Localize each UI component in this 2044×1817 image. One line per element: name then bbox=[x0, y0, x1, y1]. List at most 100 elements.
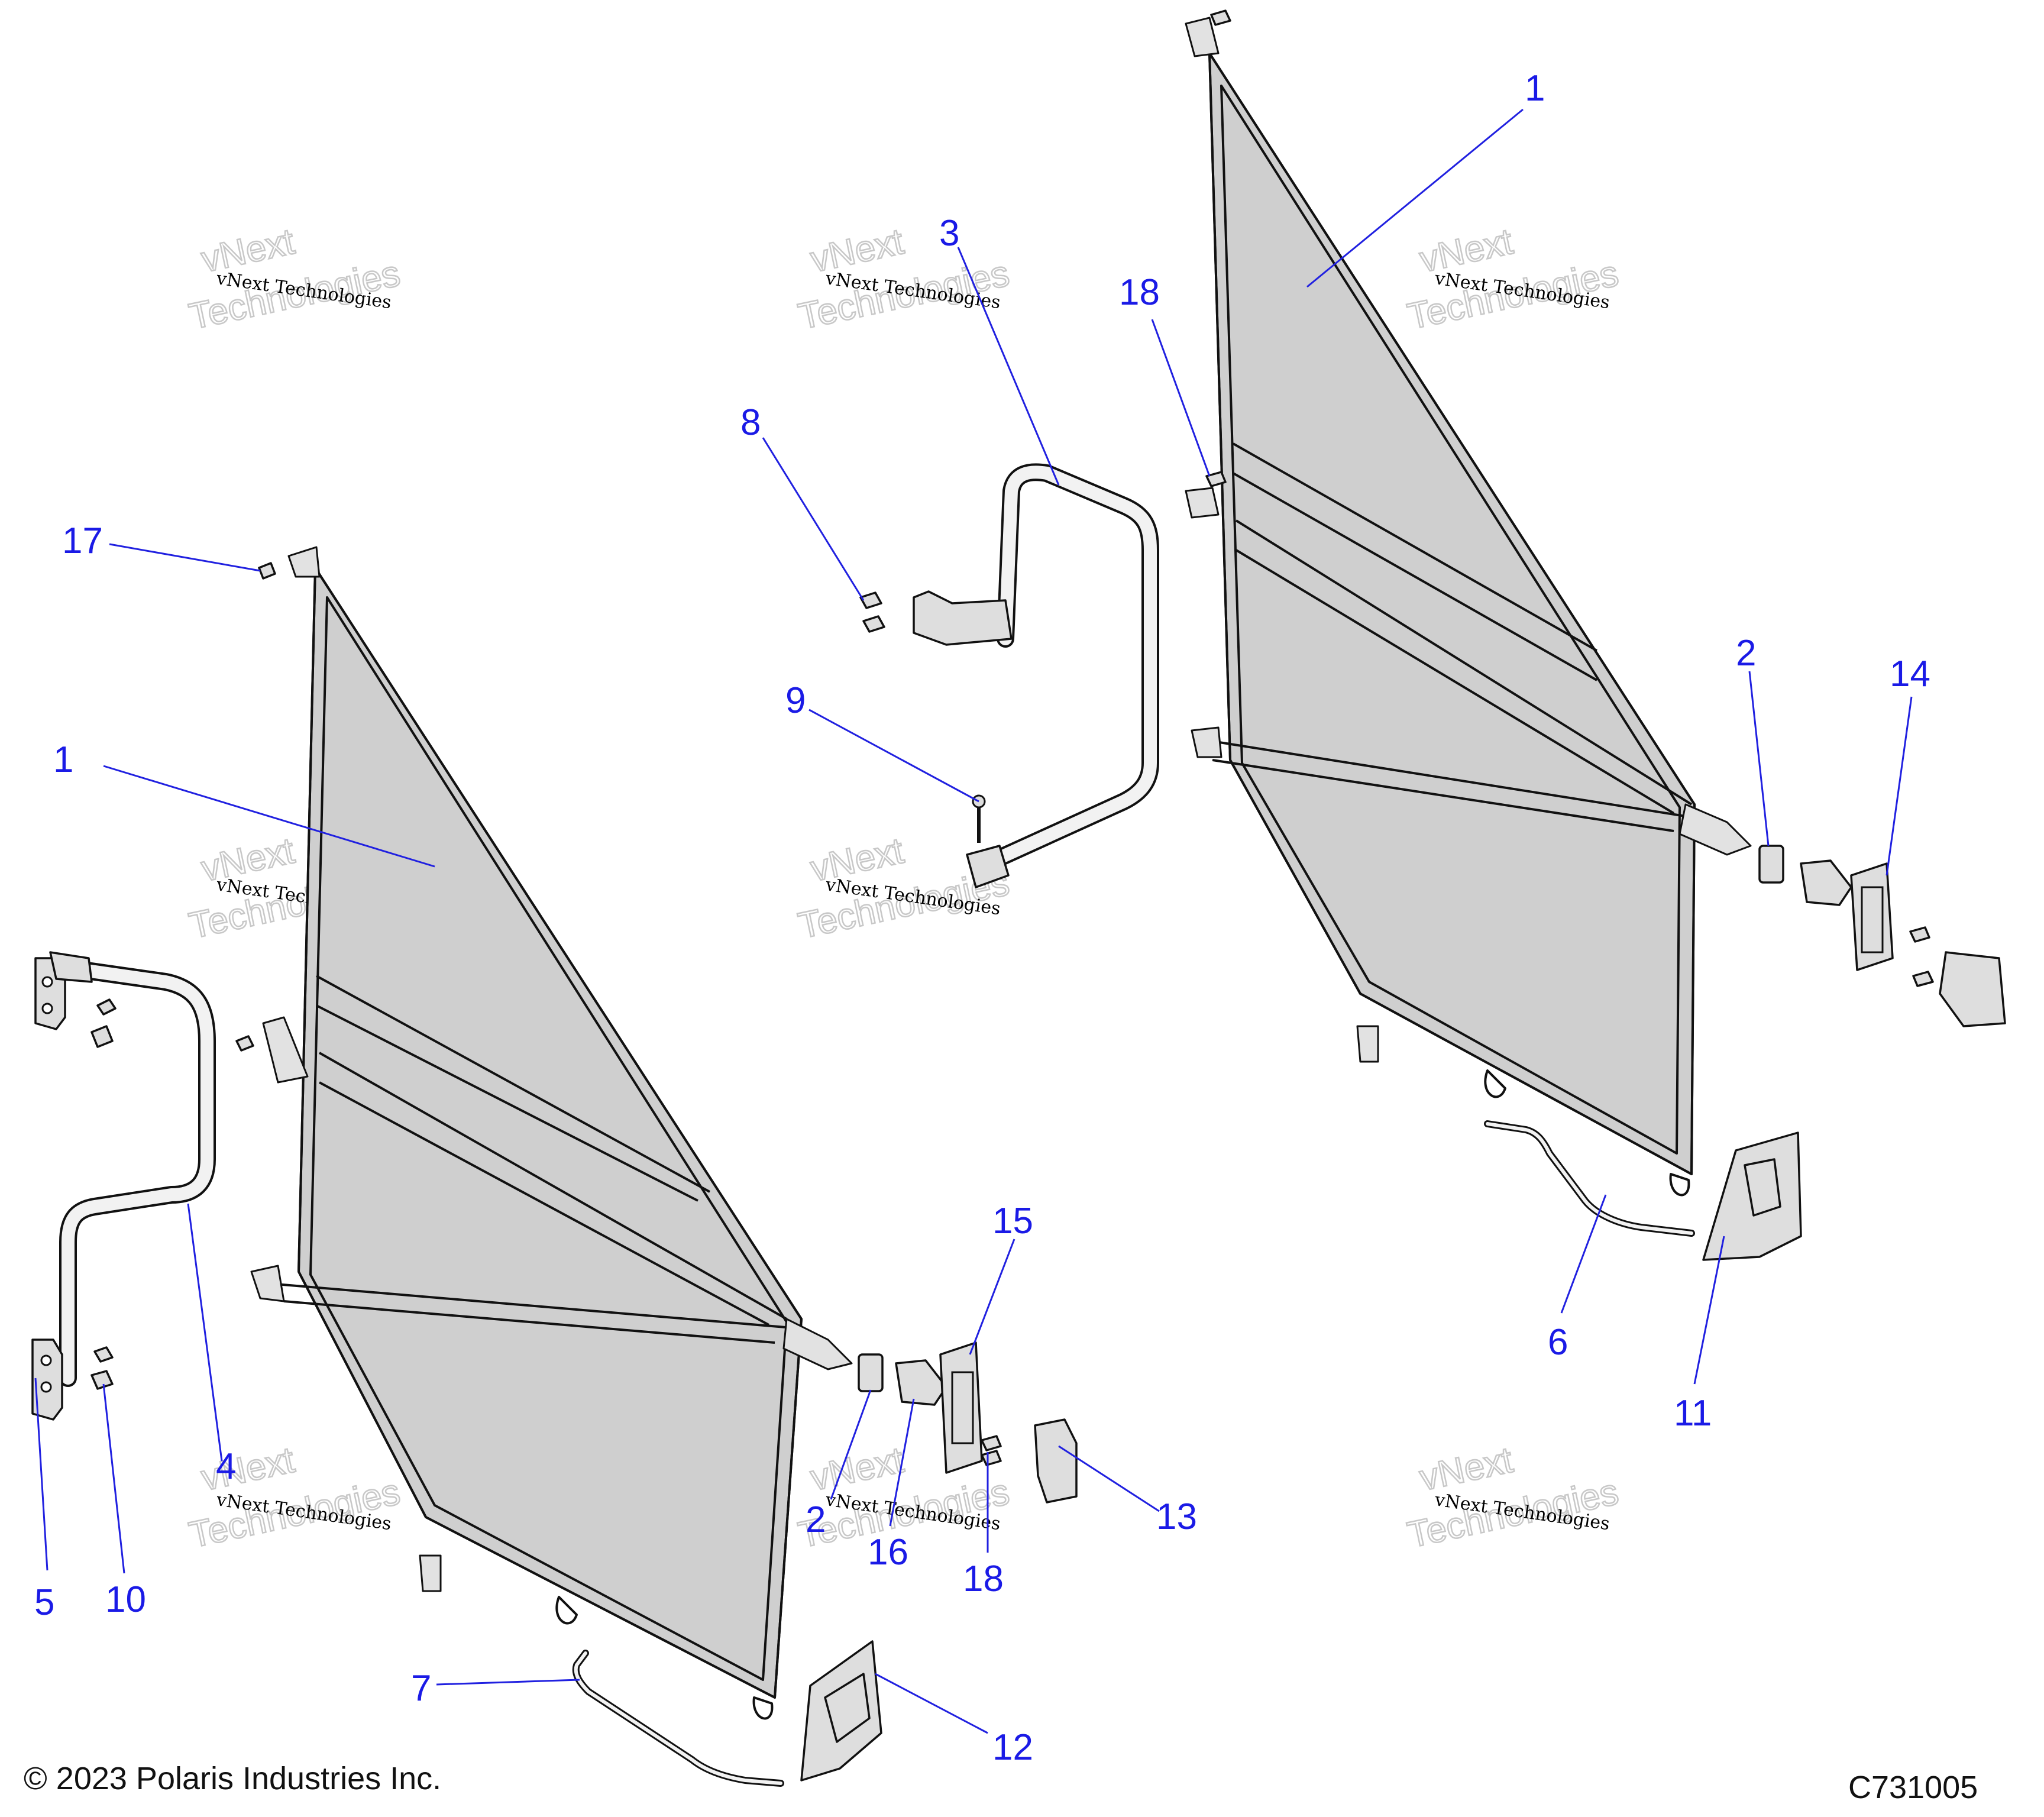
callout-18-top: 18 bbox=[1119, 272, 1160, 313]
copyright-text: © 2023 Polaris Industries Inc. bbox=[24, 1761, 441, 1796]
right-net-frame-inner bbox=[1220, 85, 1681, 1155]
grab-handle-square-end bbox=[966, 845, 1010, 888]
callout-18-bottom: 18 bbox=[963, 1559, 1004, 1599]
callout-5: 5 bbox=[34, 1582, 54, 1623]
callout-2-right: 2 bbox=[1736, 633, 1756, 674]
blocker-panels bbox=[800, 1131, 1802, 1782]
bolt bbox=[90, 1025, 114, 1048]
leader-14 bbox=[1885, 696, 1913, 876]
blocker-11-handle bbox=[1744, 1158, 1781, 1217]
bolt-10 bbox=[93, 1346, 114, 1363]
leader-1-right bbox=[1306, 108, 1524, 288]
left-net-corner-strap bbox=[782, 1318, 853, 1370]
screw-8 bbox=[859, 591, 882, 609]
screw-18 bbox=[1205, 471, 1227, 487]
left-net-loop bbox=[752, 1696, 774, 1720]
callout-1-left: 1 bbox=[53, 739, 73, 780]
leader-lines bbox=[34, 108, 1913, 1734]
latch-13 bbox=[1034, 1418, 1078, 1504]
watermark-vnext: vNext bbox=[198, 1440, 297, 1499]
callout-numbers: 1 1 2 2 3 4 5 6 7 8 9 10 11 12 13 14 15 … bbox=[34, 68, 1930, 1768]
callout-13: 13 bbox=[1156, 1496, 1197, 1537]
bolt-17 bbox=[258, 562, 276, 580]
left-support-bar-tube bbox=[62, 964, 214, 1385]
callout-7: 7 bbox=[411, 1668, 431, 1709]
watermark: vNext Technologies bbox=[185, 220, 405, 338]
rod-7 bbox=[574, 1651, 782, 1785]
left-net-strap-line bbox=[269, 1282, 793, 1329]
watermark-vnext: vNext bbox=[1416, 1440, 1516, 1499]
retaining-rods bbox=[572, 1120, 1695, 1787]
callout-17: 17 bbox=[62, 520, 103, 561]
leader-6 bbox=[1560, 1194, 1607, 1314]
watermark: vNext Technologies bbox=[185, 1438, 405, 1556]
leader-2-left bbox=[830, 1389, 872, 1500]
watermark: vNext Technologies bbox=[1403, 220, 1623, 338]
left-net-strap-line bbox=[319, 1081, 769, 1326]
left-lower-hardware bbox=[858, 1341, 1078, 1504]
watermark-vnext: vNext bbox=[198, 221, 297, 280]
right-net-strap-line bbox=[1233, 472, 1597, 681]
callout-6: 6 bbox=[1548, 1322, 1568, 1363]
right-net-loop bbox=[1669, 1173, 1690, 1197]
leader-16 bbox=[889, 1398, 915, 1527]
left-net-side-tab bbox=[262, 1016, 309, 1084]
callout-8: 8 bbox=[740, 402, 761, 443]
screw-8 bbox=[862, 615, 885, 633]
leader-5 bbox=[34, 1378, 48, 1571]
rod-6 bbox=[1486, 1122, 1693, 1235]
bolt-hole bbox=[40, 1354, 52, 1366]
callout-9: 9 bbox=[785, 680, 806, 721]
watermark-vnext: vNext bbox=[807, 221, 907, 280]
callout-14: 14 bbox=[1890, 654, 1930, 694]
right-net-strap-line bbox=[1200, 738, 1686, 817]
right-net-assembly bbox=[1185, 17, 1752, 1197]
right-net-strap-line bbox=[1235, 549, 1675, 814]
leader-13 bbox=[1058, 1445, 1160, 1512]
leader-12 bbox=[875, 1673, 988, 1734]
bolt bbox=[96, 998, 117, 1016]
buckle-clip bbox=[1800, 859, 1852, 906]
screw bbox=[1210, 9, 1231, 26]
leader-8 bbox=[762, 437, 865, 601]
left-net-frame-inner bbox=[309, 596, 788, 1681]
bolt-hole bbox=[40, 1381, 52, 1393]
right-net-corner-strap bbox=[1678, 803, 1752, 856]
watermark-vnext: vNext bbox=[1416, 221, 1516, 280]
right-net-loop bbox=[1484, 1069, 1506, 1098]
leader-1-left bbox=[103, 765, 435, 868]
screw-18 bbox=[981, 1450, 1002, 1466]
buckle-slide-2 bbox=[1758, 845, 1784, 884]
left-net-strap-line bbox=[316, 975, 710, 1193]
left-net-bottom-tab bbox=[419, 1554, 442, 1592]
callout-11: 11 bbox=[1674, 1393, 1712, 1434]
callout-15: 15 bbox=[992, 1201, 1033, 1241]
grab-handle bbox=[859, 463, 1159, 888]
left-net-frame-outer bbox=[297, 567, 803, 1699]
right-net-strap-line bbox=[1235, 519, 1693, 806]
left-support-bar-tube-outline bbox=[59, 961, 216, 1387]
callout-4: 4 bbox=[216, 1446, 236, 1487]
right-net-strap-line bbox=[1212, 759, 1674, 832]
leader-9 bbox=[808, 709, 979, 803]
left-support-bar-bottom-bracket bbox=[31, 1338, 63, 1421]
left-bolts bbox=[90, 562, 276, 1390]
callout-1-right: 1 bbox=[1525, 68, 1545, 109]
callout-10: 10 bbox=[105, 1579, 146, 1620]
strike-plate-14 bbox=[1850, 862, 1894, 971]
screw-18 bbox=[1909, 926, 1930, 943]
left-support-bar-top-plate bbox=[49, 951, 93, 983]
diagram-id: C731005 bbox=[1848, 1770, 1978, 1805]
right-net-strap-line bbox=[1233, 442, 1597, 652]
leader-17 bbox=[109, 543, 261, 572]
leader-15 bbox=[969, 1239, 1015, 1355]
right-net-frame-outer bbox=[1208, 52, 1696, 1175]
leader-7 bbox=[436, 1679, 580, 1686]
left-net-strap-line bbox=[316, 1004, 698, 1202]
right-net-lower-tab bbox=[1191, 726, 1222, 758]
leader-10 bbox=[102, 1383, 125, 1574]
buckle-clip-16 bbox=[895, 1359, 947, 1406]
bolt bbox=[235, 1035, 254, 1052]
strike-plate-slot bbox=[1861, 886, 1884, 953]
